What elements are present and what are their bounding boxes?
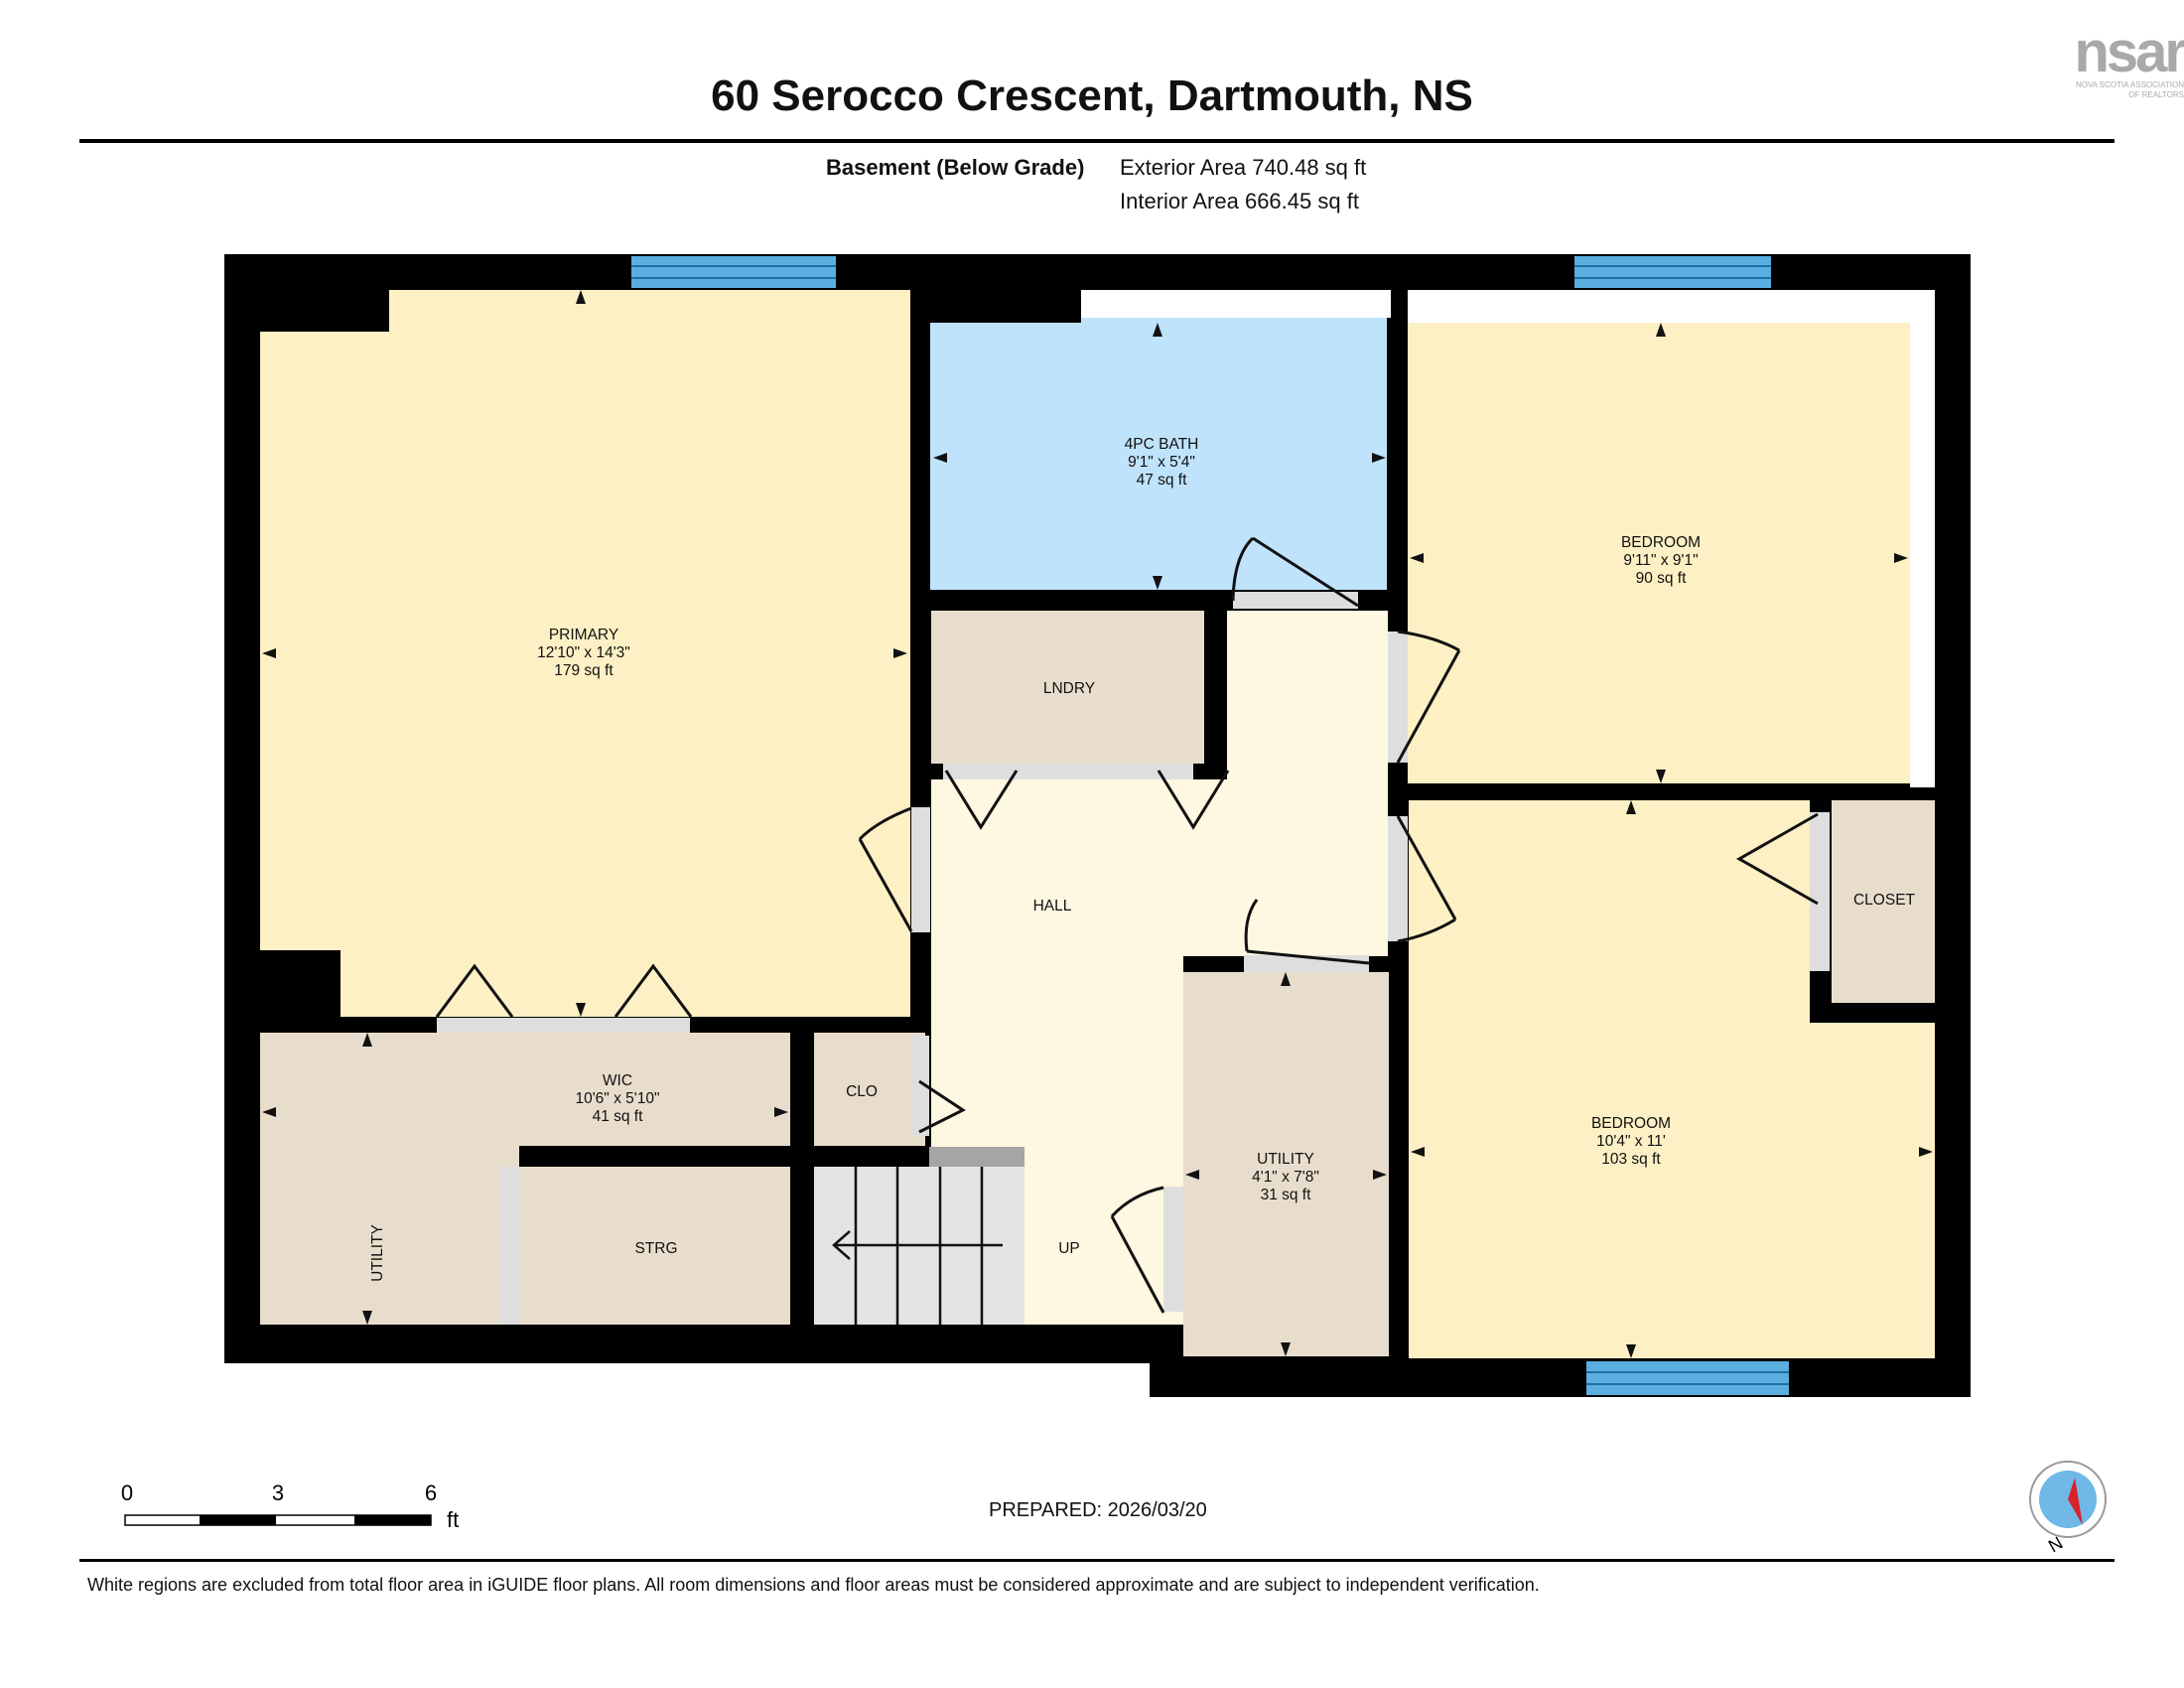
room-labels: PRIMARY 12'10" x 14'3" 179 sq ft 4PC BAT… bbox=[369, 436, 1916, 1282]
stair-treads bbox=[832, 1167, 1003, 1325]
room-area: 47 sq ft bbox=[1137, 472, 1188, 489]
room-dims: 10'6" x 5'10" bbox=[575, 1090, 659, 1107]
scale-label: 3 bbox=[272, 1480, 284, 1505]
room-name: BEDROOM bbox=[1591, 1115, 1671, 1132]
floor-label: Basement (Below Grade) bbox=[826, 155, 1085, 180]
room-name: CLOSET bbox=[1853, 892, 1916, 909]
rooms bbox=[260, 290, 1935, 1358]
room-name: BEDROOM bbox=[1621, 534, 1701, 551]
room-dims: 10'4" x 11' bbox=[1596, 1133, 1666, 1150]
footer-rule bbox=[79, 1559, 2115, 1562]
logo-text: nsar bbox=[2074, 20, 2184, 84]
scale-label: 6 bbox=[425, 1480, 437, 1505]
window bbox=[1574, 256, 1771, 288]
room-utility bbox=[1183, 972, 1389, 1356]
stair-top bbox=[929, 1147, 1024, 1167]
header-rule bbox=[79, 139, 2115, 143]
dimension-arrows bbox=[262, 290, 1933, 1358]
interior-area: Interior Area 666.45 sq ft bbox=[1120, 189, 1359, 213]
window bbox=[631, 256, 836, 288]
scale-label: 0 bbox=[121, 1480, 133, 1505]
room-bedroom-2 bbox=[1409, 800, 1935, 1358]
room-name: UP bbox=[1058, 1240, 1080, 1257]
room-name: STRG bbox=[634, 1240, 677, 1257]
room-area: 103 sq ft bbox=[1601, 1151, 1661, 1168]
room-name: 4PC BATH bbox=[1125, 436, 1199, 453]
room-name: CLO bbox=[846, 1083, 878, 1100]
scale-unit: ft bbox=[447, 1507, 459, 1532]
disclaimer: White regions are excluded from total fl… bbox=[87, 1575, 1540, 1595]
room-area: 31 sq ft bbox=[1261, 1187, 1312, 1203]
room-primary bbox=[260, 290, 910, 1017]
windows bbox=[631, 256, 1789, 1395]
window-lines bbox=[631, 265, 1789, 1385]
room-bedroom-1 bbox=[1408, 323, 1910, 783]
window bbox=[1586, 1361, 1789, 1395]
room-closet bbox=[1832, 800, 1935, 1003]
prepared-date: PREPARED: 2026/03/20 bbox=[989, 1499, 1207, 1521]
room-area: 90 sq ft bbox=[1636, 570, 1688, 587]
room-dims: 9'11" x 9'1" bbox=[1623, 552, 1698, 569]
room-name: LNDRY bbox=[1043, 680, 1095, 697]
room-strg bbox=[519, 1167, 790, 1325]
room-area: 179 sq ft bbox=[554, 662, 614, 679]
room-name: UTILITY bbox=[369, 1224, 386, 1282]
compass-icon: N bbox=[2029, 1461, 2107, 1556]
excluded-region bbox=[1408, 290, 1935, 323]
logo-subtitle: NOVA SCOTIA ASSOCIATION OF REALTORS bbox=[2075, 80, 2184, 99]
door-openings bbox=[437, 592, 1830, 1325]
nsar-logo: nsar NOVA SCOTIA ASSOCIATION OF REALTORS bbox=[2015, 20, 2184, 100]
excluded-region bbox=[1910, 323, 1935, 787]
room-name: PRIMARY bbox=[549, 627, 618, 643]
room-name: HALL bbox=[1033, 898, 1072, 914]
room-dims: 12'10" x 14'3" bbox=[537, 644, 630, 661]
room-name: WIC bbox=[603, 1072, 632, 1089]
page-title: 60 Serocco Crescent, Dartmouth, NS bbox=[711, 71, 1473, 120]
room-dims: 4'1" x 7'8" bbox=[1252, 1169, 1319, 1186]
room-name: UTILITY bbox=[1257, 1151, 1314, 1168]
room-area: 41 sq ft bbox=[593, 1108, 644, 1125]
room-clo bbox=[814, 1033, 925, 1146]
door-swings bbox=[435, 536, 1819, 1314]
room-dims: 9'1" x 5'4" bbox=[1128, 454, 1195, 471]
excluded-region bbox=[1081, 290, 1391, 318]
room-hall bbox=[931, 611, 1388, 1325]
scale-bar: 0 3 6 ft bbox=[121, 1480, 459, 1532]
room-lndry bbox=[931, 611, 1204, 764]
room-bath bbox=[930, 318, 1387, 590]
exterior-area: Exterior Area 740.48 sq ft bbox=[1120, 155, 1367, 180]
room-wic bbox=[260, 1033, 790, 1325]
